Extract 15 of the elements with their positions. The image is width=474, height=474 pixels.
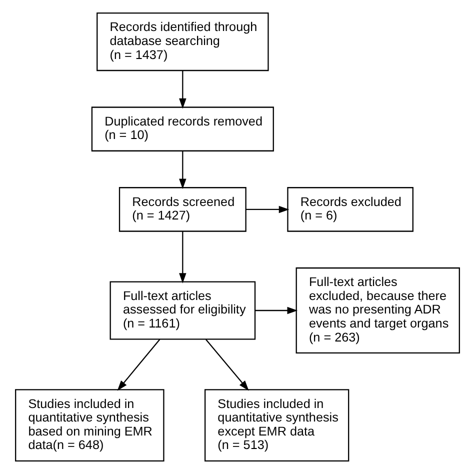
node-box: Records screened (n = 1427) [118,187,246,232]
node-box: Studies included in quantitative synthesis based on mining EMR data(n = 648) [14,389,164,462]
arrow [254,306,298,314]
arrow [178,151,186,190]
node-box: Studies included in quantitative synthesis except EMR data (n = 513) [204,389,349,462]
arrow [178,70,186,109]
node-box: Full-text articles assessed for eligibility (n = 1161) [109,281,256,340]
node-box: Records excluded (n = 6) [286,187,413,232]
node-box: Duplicated records removed (n = 10) [90,106,274,152]
arrow [245,206,289,214]
node-box: Records identified through database searching (n = 1437) [96,12,268,72]
arrow [116,339,160,391]
arrow [205,339,248,391]
arrow [178,232,186,284]
node-box: Full-text articles excluded, because there was no presenting ADR events and target organs (n = 263) [295,267,460,354]
